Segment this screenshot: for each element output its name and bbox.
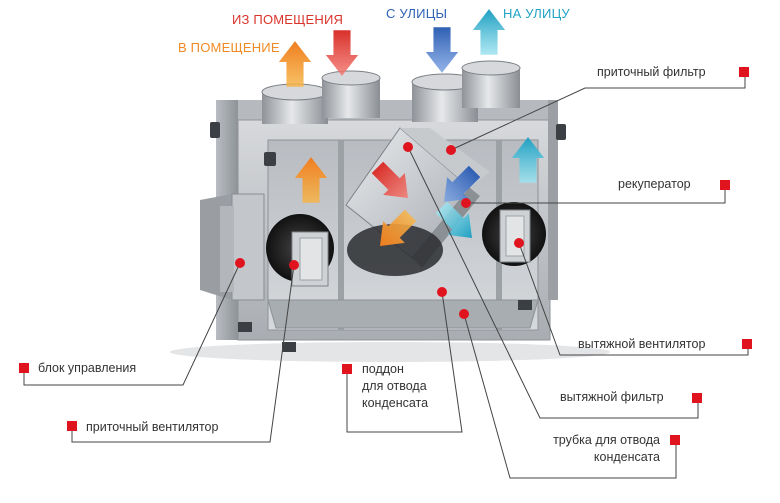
label-exhaust-filter: вытяжной фильтр: [560, 390, 664, 404]
label-condensate-tube: трубка для отвода конденсата: [553, 433, 660, 464]
label-supply-filter: приточный фильтр: [597, 65, 706, 79]
label-control-unit: блок управления: [38, 361, 137, 375]
flow-to-street: НА УЛИЦУ: [503, 6, 570, 21]
fan-units: [266, 202, 546, 287]
ducts: [261, 60, 521, 124]
flow-to-room: В ПОМЕЩЕНИЕ: [178, 40, 280, 55]
floor-shadow: [170, 342, 610, 362]
flow-from-street: С УЛИЦЫ: [386, 6, 448, 21]
hotspot-dots: [235, 142, 524, 319]
control-box: [200, 193, 265, 301]
label-recuperator: рекуператор: [618, 177, 691, 191]
flow-from-room: ИЗ ПОМЕЩЕНИЯ: [232, 12, 344, 27]
label-markers: [19, 67, 752, 445]
label-drain-pan: поддон для отвода конденсата: [362, 362, 429, 410]
label-exhaust-fan: вытяжной вентилятор: [578, 337, 706, 351]
leader-lines: [23, 73, 749, 479]
label-supply-fan: приточный вентилятор: [86, 420, 219, 434]
